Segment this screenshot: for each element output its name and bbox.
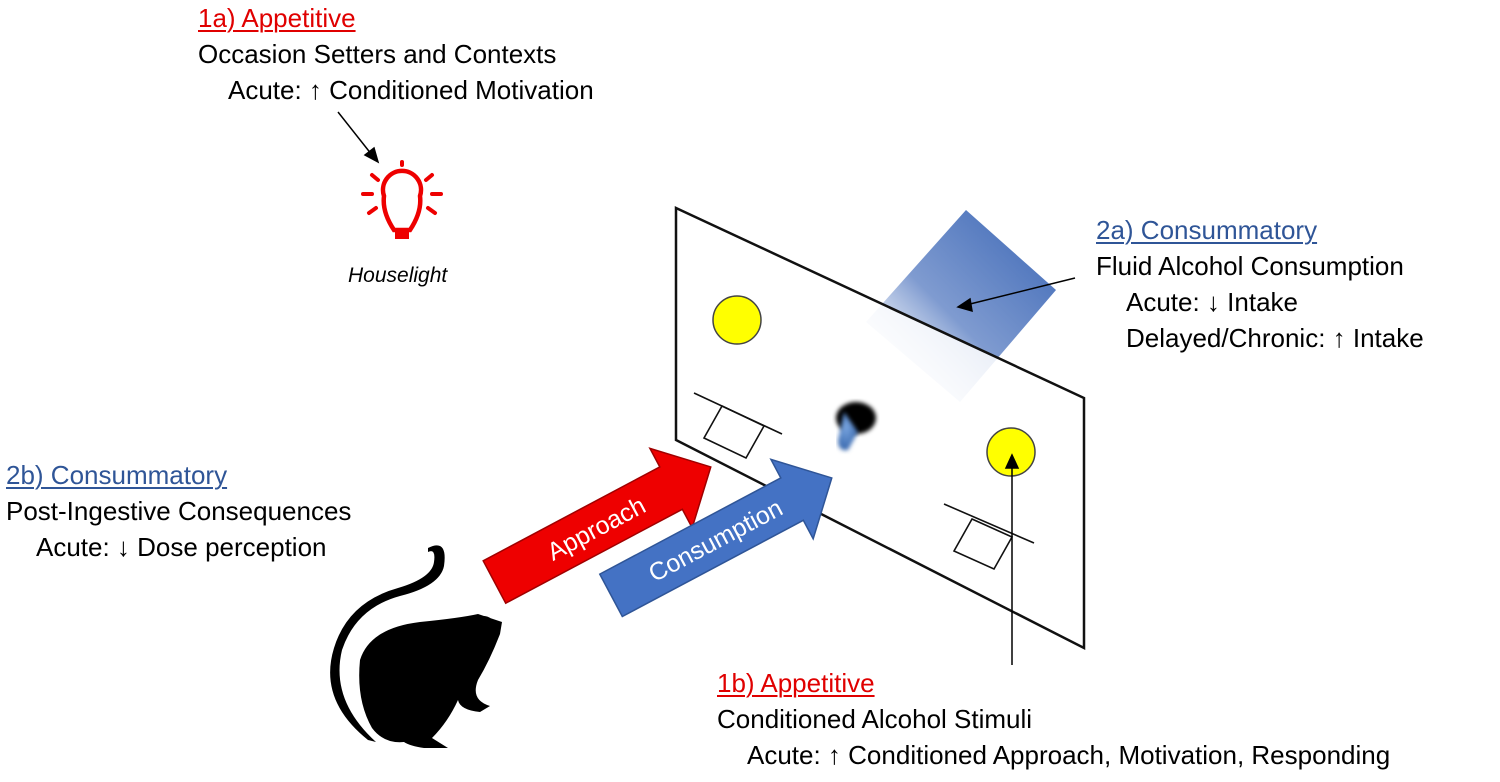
houselight-label: Houselight: [348, 264, 448, 287]
lightbulb-icon: [361, 160, 443, 239]
receptacle-left: [693, 392, 783, 460]
heading-1a: 1a) Appetitive: [198, 3, 356, 33]
heading-2a: 2a) Consummatory: [1096, 215, 1318, 245]
line-2b-2: Acute: ↓ Dose perception: [36, 532, 327, 562]
pointer-arrow-houselight: [337, 111, 380, 164]
receptacle-right: [943, 503, 1035, 571]
block-1b: 1b) Appetitive Conditioned Alcohol Stimu…: [717, 665, 1390, 773]
pointer-arrow-fluid: [956, 277, 1076, 313]
cue-light-right: [986, 427, 1036, 477]
line-2a-2: Acute: ↓ Intake: [1126, 287, 1298, 317]
block-2b: 2b) Consummatory Post-Ingestive Conseque…: [6, 457, 351, 565]
heading-2b: 2b) Consummatory: [6, 460, 228, 490]
sipper-spout: [836, 402, 876, 451]
rat-silhouette: [330, 545, 502, 748]
cue-light-left: [712, 295, 762, 345]
pointer-arrow-cue-light: [1004, 453, 1020, 665]
operant-panel: [674, 206, 1086, 651]
line-2a-1: Fluid Alcohol Consumption: [1096, 251, 1404, 281]
line-1a-1: Occasion Setters and Contexts: [198, 39, 557, 69]
heading-1b: 1b) Appetitive: [717, 668, 875, 698]
line-2b-1: Post-Ingestive Consequences: [6, 496, 352, 526]
block-2a: 2a) Consummatory Fluid Alcohol Consumpti…: [1096, 212, 1424, 356]
block-1a: 1a) Appetitive Occasion Setters and Cont…: [198, 0, 594, 108]
line-2a-3: Delayed/Chronic: ↑ Intake: [1126, 323, 1424, 353]
line-1b-1: Conditioned Alcohol Stimuli: [717, 704, 1033, 734]
line-1a-2: Acute: ↑ Conditioned Motivation: [228, 75, 594, 105]
approach-arrow: Approach: [482, 447, 712, 605]
line-1b-2: Acute: ↑ Conditioned Approach, Motivatio…: [747, 740, 1391, 770]
